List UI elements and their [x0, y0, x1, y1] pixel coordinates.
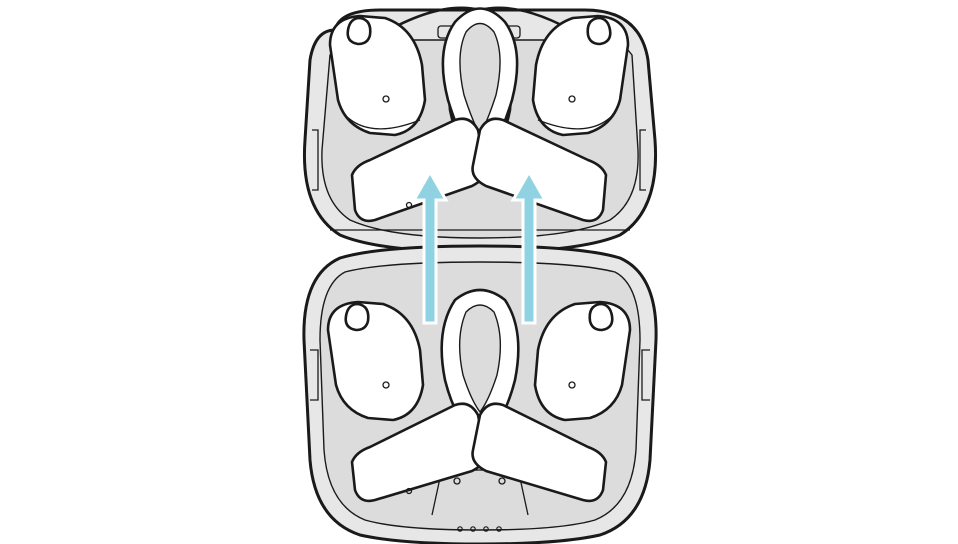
left-pod-seated	[326, 300, 425, 422]
left-pod-edge-lifted	[344, 114, 421, 130]
case-base-right-tab	[641, 349, 650, 401]
left-pod-sensor-seated	[382, 381, 390, 389]
right-pod-tip-seated	[588, 302, 614, 332]
left-pod-sensor-lifted	[382, 95, 390, 103]
left-arm-led-lifted	[405, 201, 413, 209]
left-pod-tip-lifted	[346, 16, 372, 46]
left-arm-led-seated	[405, 487, 413, 495]
right-arm-lifted	[471, 117, 608, 223]
indicator-dot	[483, 526, 489, 532]
indicator-dot	[457, 526, 463, 532]
left-lift-arrow	[411, 168, 449, 325]
indicator-dot	[470, 526, 476, 532]
right-pod-sensor-lifted	[568, 95, 576, 103]
right-pod-edge-lifted	[537, 114, 614, 130]
indicator-dot	[496, 526, 502, 532]
indicator-dots	[457, 526, 502, 532]
right-lift-arrow	[510, 168, 548, 325]
right-arm-seated	[471, 402, 608, 503]
left-pod-lifted	[328, 14, 427, 137]
lifted-earbuds	[328, 6, 630, 223]
seated-earbuds	[326, 288, 632, 503]
case-lid-right-tab	[639, 129, 646, 191]
left-pod-tip-seated	[344, 302, 370, 332]
charging-contact-right	[498, 477, 506, 485]
case-base-left-tab	[310, 349, 319, 401]
charging-contact-left	[453, 477, 461, 485]
right-pod-sensor-seated	[568, 381, 576, 389]
right-pod-lifted	[531, 14, 630, 137]
lift-arrows	[411, 168, 548, 325]
right-pod-tip-lifted	[586, 16, 612, 46]
right-pod-seated	[533, 300, 632, 422]
case-lid-left-tab	[312, 129, 319, 191]
neckband-loop-hole-seated	[458, 304, 502, 413]
neckband-loop-hole-lifted	[459, 22, 501, 136]
